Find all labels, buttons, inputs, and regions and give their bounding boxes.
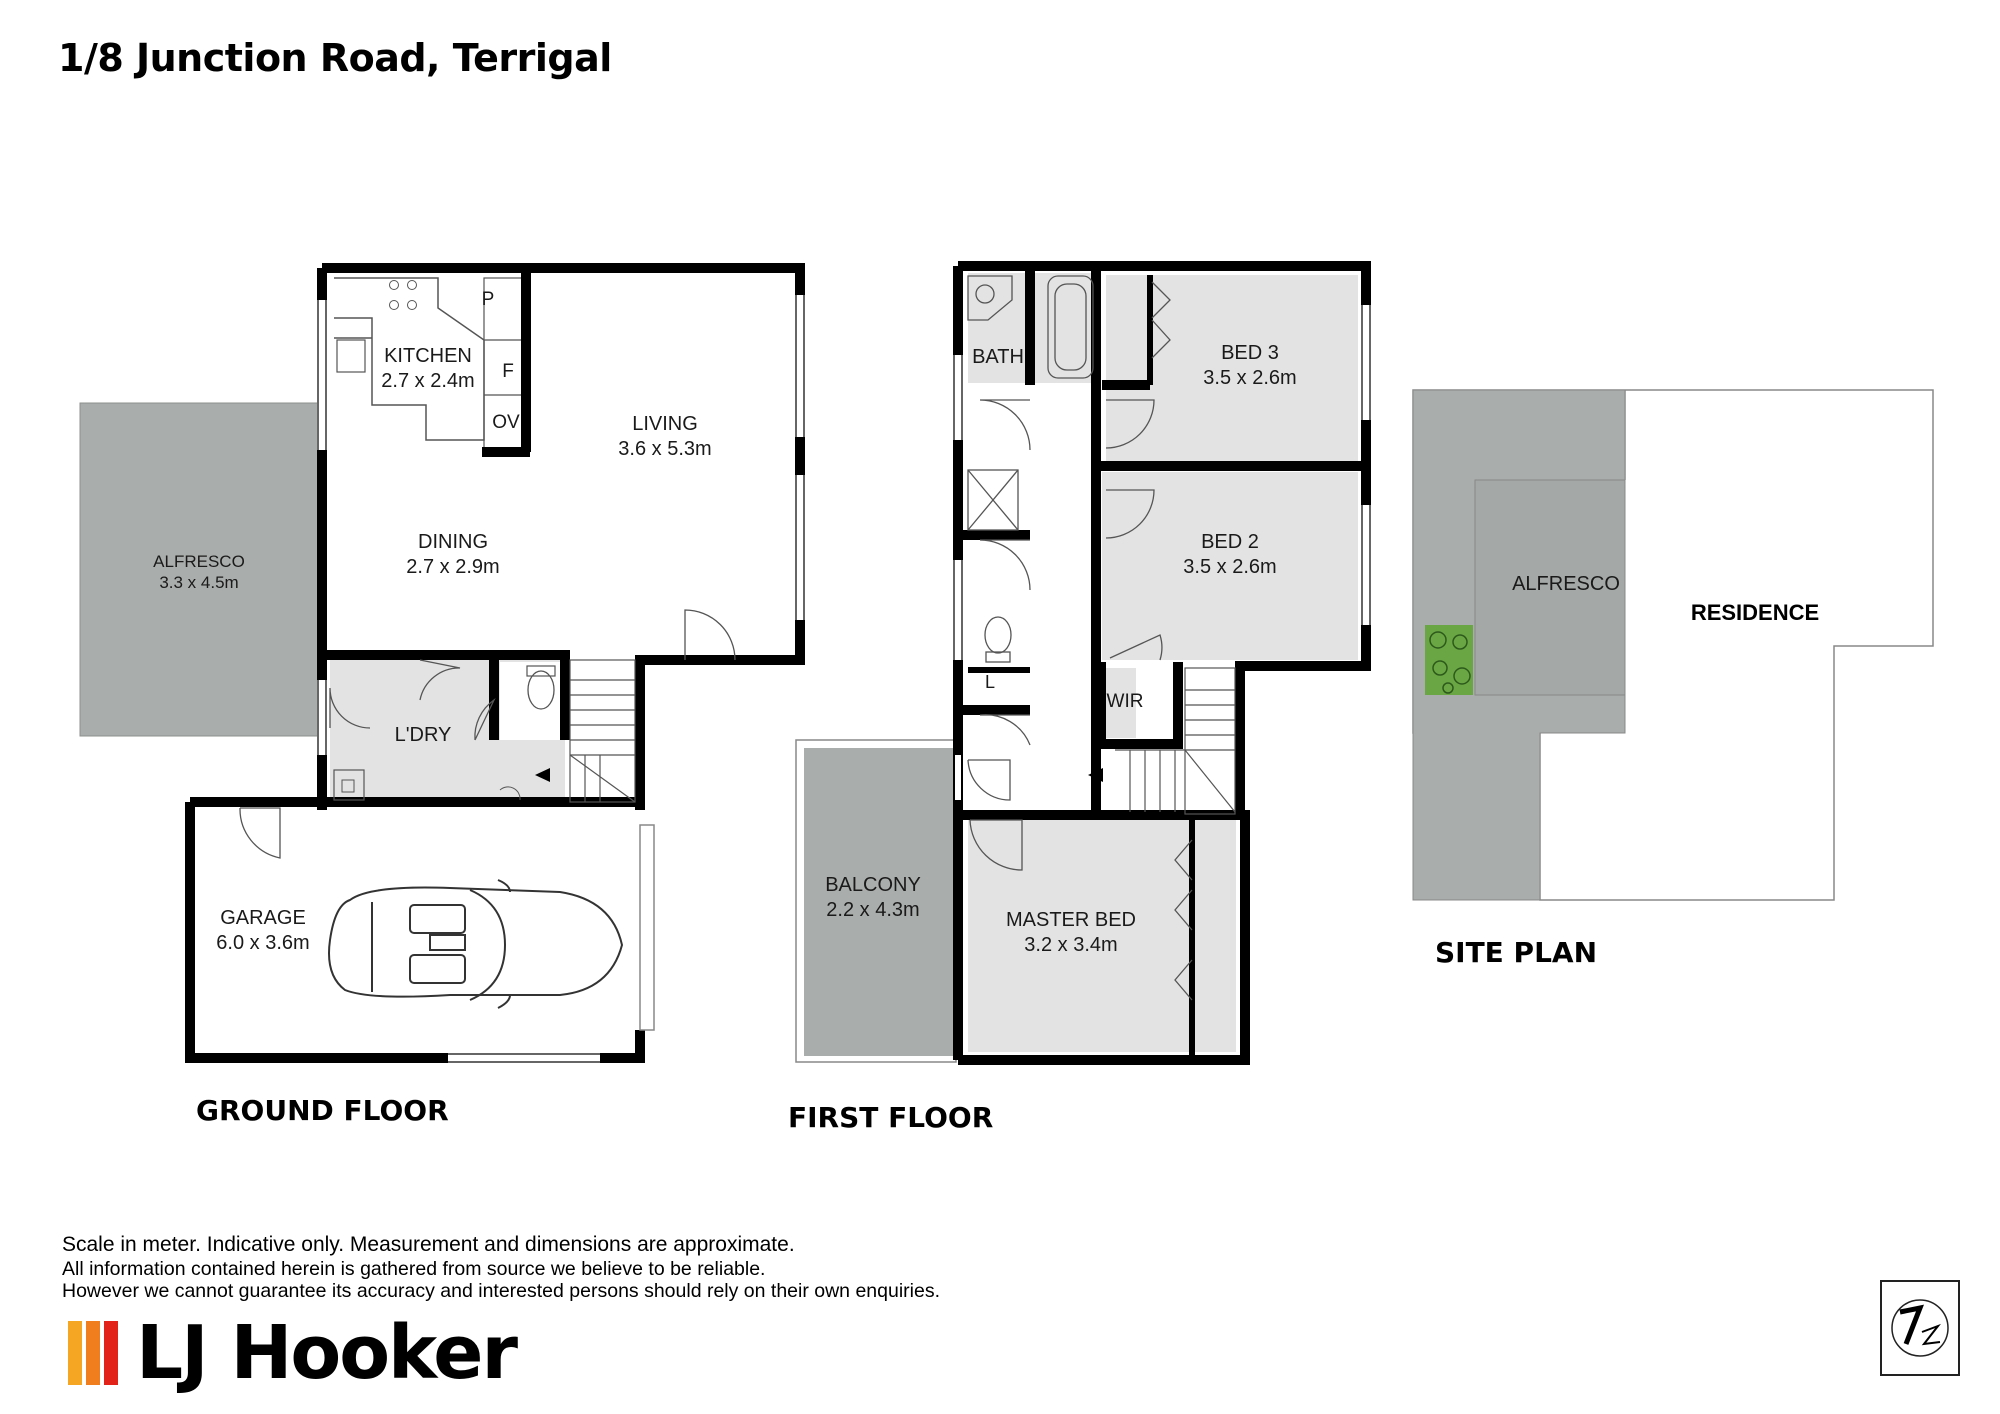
bed2-area	[1102, 472, 1358, 660]
oven-label: OV	[492, 412, 520, 433]
residence-label: RESIDENCE	[1691, 600, 1819, 625]
ground-floor-heading: GROUND FLOOR	[196, 1094, 449, 1127]
bed2-label: BED 2	[1201, 531, 1259, 553]
car-icon	[328, 879, 624, 1009]
balcony-size: 2.2 x 4.3m	[826, 899, 919, 921]
lj-hooker-logo: LJ Hooker	[68, 1310, 518, 1396]
kitchen-size: 2.7 x 2.4m	[381, 370, 474, 392]
balcony-area	[804, 748, 954, 1056]
garage-size: 6.0 x 3.6m	[216, 932, 309, 954]
disclaimer-line-1: Scale in meter. Indicative only. Measure…	[62, 1233, 795, 1256]
living-size: 3.6 x 5.3m	[618, 438, 711, 460]
living-label: LIVING	[632, 413, 698, 435]
ground-alfresco-size: 3.3 x 4.5m	[159, 573, 238, 592]
pantry-label: P	[482, 289, 495, 310]
wir-area	[1101, 668, 1136, 738]
bed2-size: 3.5 x 2.6m	[1183, 556, 1276, 578]
laundry-label: L'DRY	[395, 724, 452, 746]
ground-alfresco-area	[79, 402, 319, 737]
site-alfresco-area	[1474, 479, 1626, 696]
disclaimer-line-3: However we cannot guarantee its accuracy…	[62, 1280, 940, 1302]
garage-label: GARAGE	[220, 907, 306, 929]
fridge-label: F	[502, 361, 514, 382]
site-plan: ALFRESCO RESIDENCE SITE PLAN	[1412, 389, 1934, 969]
wir-label: WIR	[1107, 691, 1144, 712]
north-arrow-icon	[1880, 1280, 1960, 1376]
linen-label: L	[985, 672, 995, 692]
dining-size: 2.7 x 2.9m	[406, 556, 499, 578]
master-bed-label: MASTER BED	[1006, 909, 1136, 931]
bed3-size: 3.5 x 2.6m	[1203, 367, 1296, 389]
bath-label: BATH	[972, 346, 1024, 368]
kitchen-label: KITCHEN	[384, 345, 472, 367]
logo-text: LJ Hooker	[136, 1310, 518, 1396]
ground-floor-plan: ALFRESCO 3.3 x 4.5m KITCHEN 2.7 x 2.4m P…	[79, 263, 805, 1127]
site-alfresco-label: ALFRESCO	[1512, 573, 1620, 595]
master-bed-area	[968, 820, 1198, 1052]
dining-label: DINING	[418, 531, 488, 553]
first-floor-heading: FIRST FLOOR	[788, 1101, 993, 1134]
logo-bars-icon	[68, 1321, 118, 1385]
site-plan-heading: SITE PLAN	[1435, 936, 1597, 969]
balcony-label: BALCONY	[825, 874, 921, 896]
page-title: 1/8 Junction Road, Terrigal	[58, 36, 612, 80]
disclaimer: Scale in meter. Indicative only. Measure…	[62, 1232, 940, 1302]
first-floor-plan: BATH BED 3 3.5 x 2.6m BED 2 3.5 x 2.6m L…	[788, 261, 1371, 1134]
disclaimer-line-2: All information contained herein is gath…	[62, 1258, 766, 1280]
ground-alfresco-label: ALFRESCO	[153, 552, 245, 571]
bed3-label: BED 3	[1221, 342, 1279, 364]
master-bed-size: 3.2 x 3.4m	[1024, 934, 1117, 956]
